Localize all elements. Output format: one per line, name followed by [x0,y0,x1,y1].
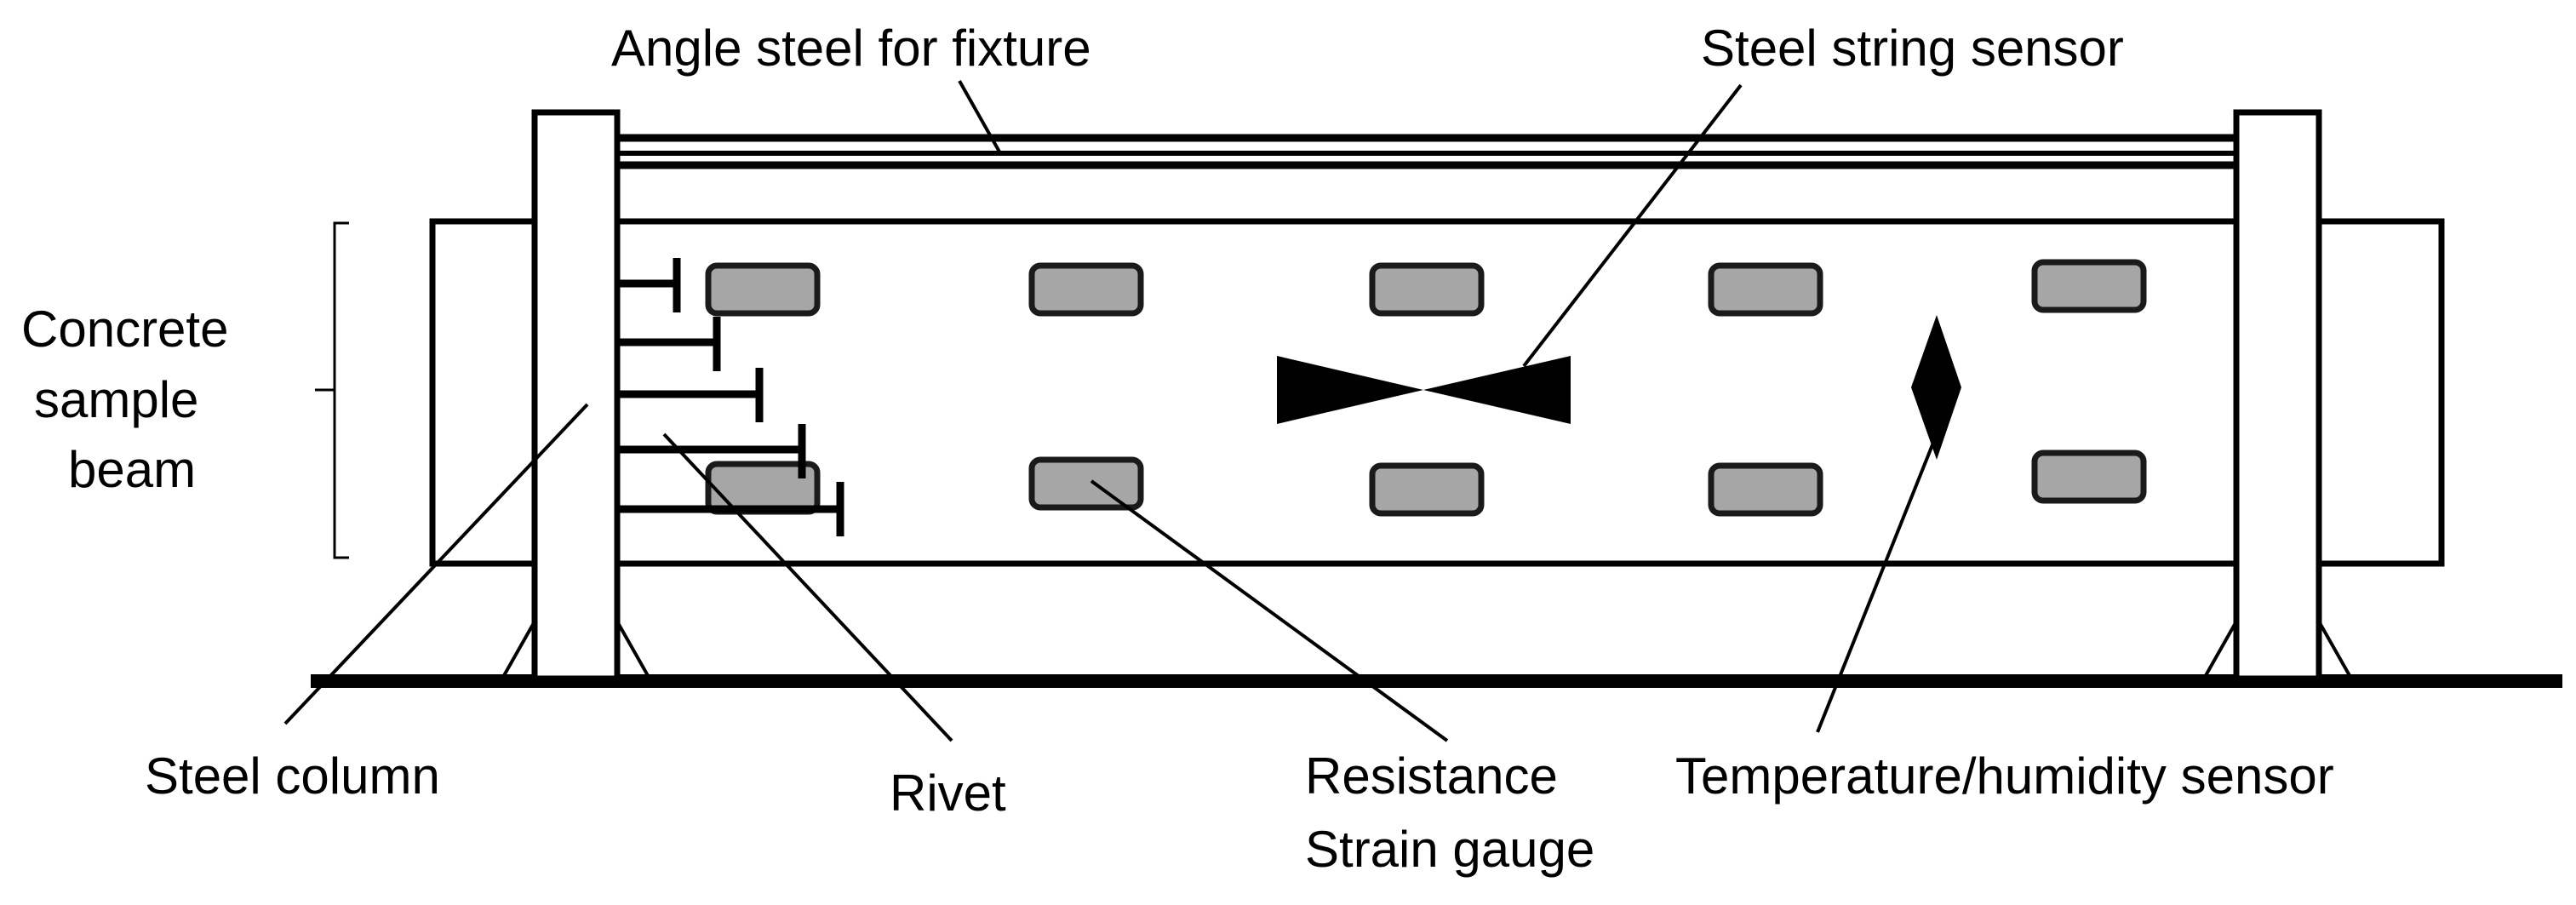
angle-steel-fixture [617,134,2236,169]
leader-lines [283,80,1938,742]
label-rivet: Rivet [890,765,1006,822]
strain-gauge [705,262,821,317]
steel-string-sensor [1277,356,1571,424]
steel-column-right [2233,109,2322,682]
beam-bracket [315,221,349,559]
column-base-braces [501,621,2353,679]
concrete-sample-beam [429,218,2445,567]
label-concrete-beam-3: beam [68,441,196,498]
strain-gauge [1028,262,1144,317]
label-temp-humidity-sensor: Temperature/humidity sensor [1675,747,2334,805]
strain-gauge [1369,462,1485,517]
leader-steel-column [283,403,589,725]
leader-strain-gauge [1090,479,1449,742]
label-strain-gauge-1: Resistance [1305,747,1558,805]
label-angle-steel: Angle steel for fixture [611,20,1091,77]
leader-temp-humidity [1816,433,1938,733]
label-steel-column: Steel column [145,747,440,805]
label-steel-string-sensor: Steel string sensor [1701,20,2124,77]
strain-gauge [2031,450,2147,504]
leader-rivet [662,432,953,742]
strain-gauge [1708,462,1823,517]
strain-gauge [1708,262,1823,317]
strain-gauges [705,259,2147,517]
label-concrete-beam-1: Concrete [21,301,228,358]
steel-column-left [531,109,621,682]
leader-steel-string [1522,83,1743,368]
strain-gauge [1369,262,1485,317]
temperature-humidity-sensor [1911,315,1961,460]
strain-gauge [2031,259,2147,313]
strain-gauge [1028,456,1144,511]
label-strain-gauge-2: Strain gauge [1305,821,1594,878]
rivets [617,258,844,536]
label-concrete-beam-2: sample [34,371,198,428]
leader-angle-steel [958,80,1002,154]
